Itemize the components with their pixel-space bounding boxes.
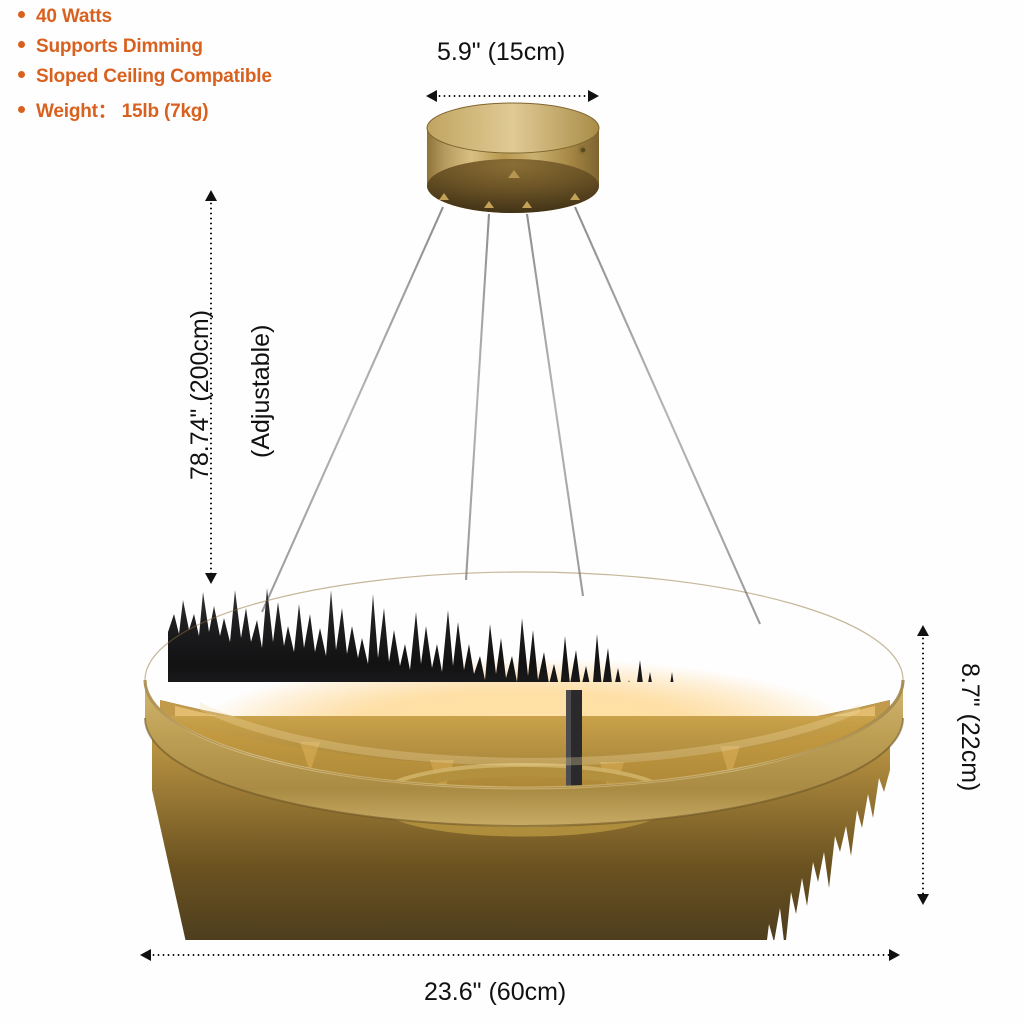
- main-gold-ring: [143, 571, 905, 826]
- dimension-label-canopy-width: 5.9" (15cm): [437, 38, 566, 66]
- dimension-line-fixture-height: [922, 636, 924, 894]
- arrow-right-icon: [889, 949, 900, 961]
- dimension-label-fixture-width: 23.6" (60cm): [424, 978, 567, 1006]
- feature-list: 40 Watts Supports Dimming Sloped Ceiling…: [18, 6, 438, 131]
- arrow-left-icon: [426, 90, 437, 102]
- center-stem: [566, 690, 582, 790]
- suspension-cables: [261, 206, 761, 625]
- feature-label: 40 Watts: [36, 6, 112, 27]
- list-item: Supports Dimming: [18, 36, 438, 58]
- bullet-dot-icon: [18, 41, 25, 48]
- list-item: Weight： 15lb (7kg): [18, 96, 438, 123]
- list-item: 40 Watts: [18, 6, 438, 28]
- feature-label: Weight： 15lb (7kg): [36, 101, 209, 122]
- bullet-dot-icon: [18, 71, 25, 78]
- feature-label: Supports Dimming: [36, 36, 203, 57]
- ceiling-canopy: [426, 102, 600, 213]
- dimension-line-drop-height: [210, 201, 212, 573]
- arrow-up-icon: [205, 190, 217, 201]
- bullet-dot-icon: [18, 106, 25, 113]
- arrow-up-icon: [917, 625, 929, 636]
- list-item: Sloped Ceiling Compatible: [18, 66, 438, 88]
- bullet-dot-icon: [18, 11, 25, 18]
- dimension-line-fixture-width: [151, 954, 889, 956]
- arrow-down-icon: [205, 573, 217, 584]
- upper-spires: [168, 588, 693, 682]
- arrow-left-icon: [140, 949, 151, 961]
- arrow-down-icon: [917, 894, 929, 905]
- ring-inner-edge: [144, 717, 904, 827]
- dimension-line-canopy-width: [437, 95, 588, 97]
- feature-label: Sloped Ceiling Compatible: [36, 66, 272, 87]
- arrow-right-icon: [588, 90, 599, 102]
